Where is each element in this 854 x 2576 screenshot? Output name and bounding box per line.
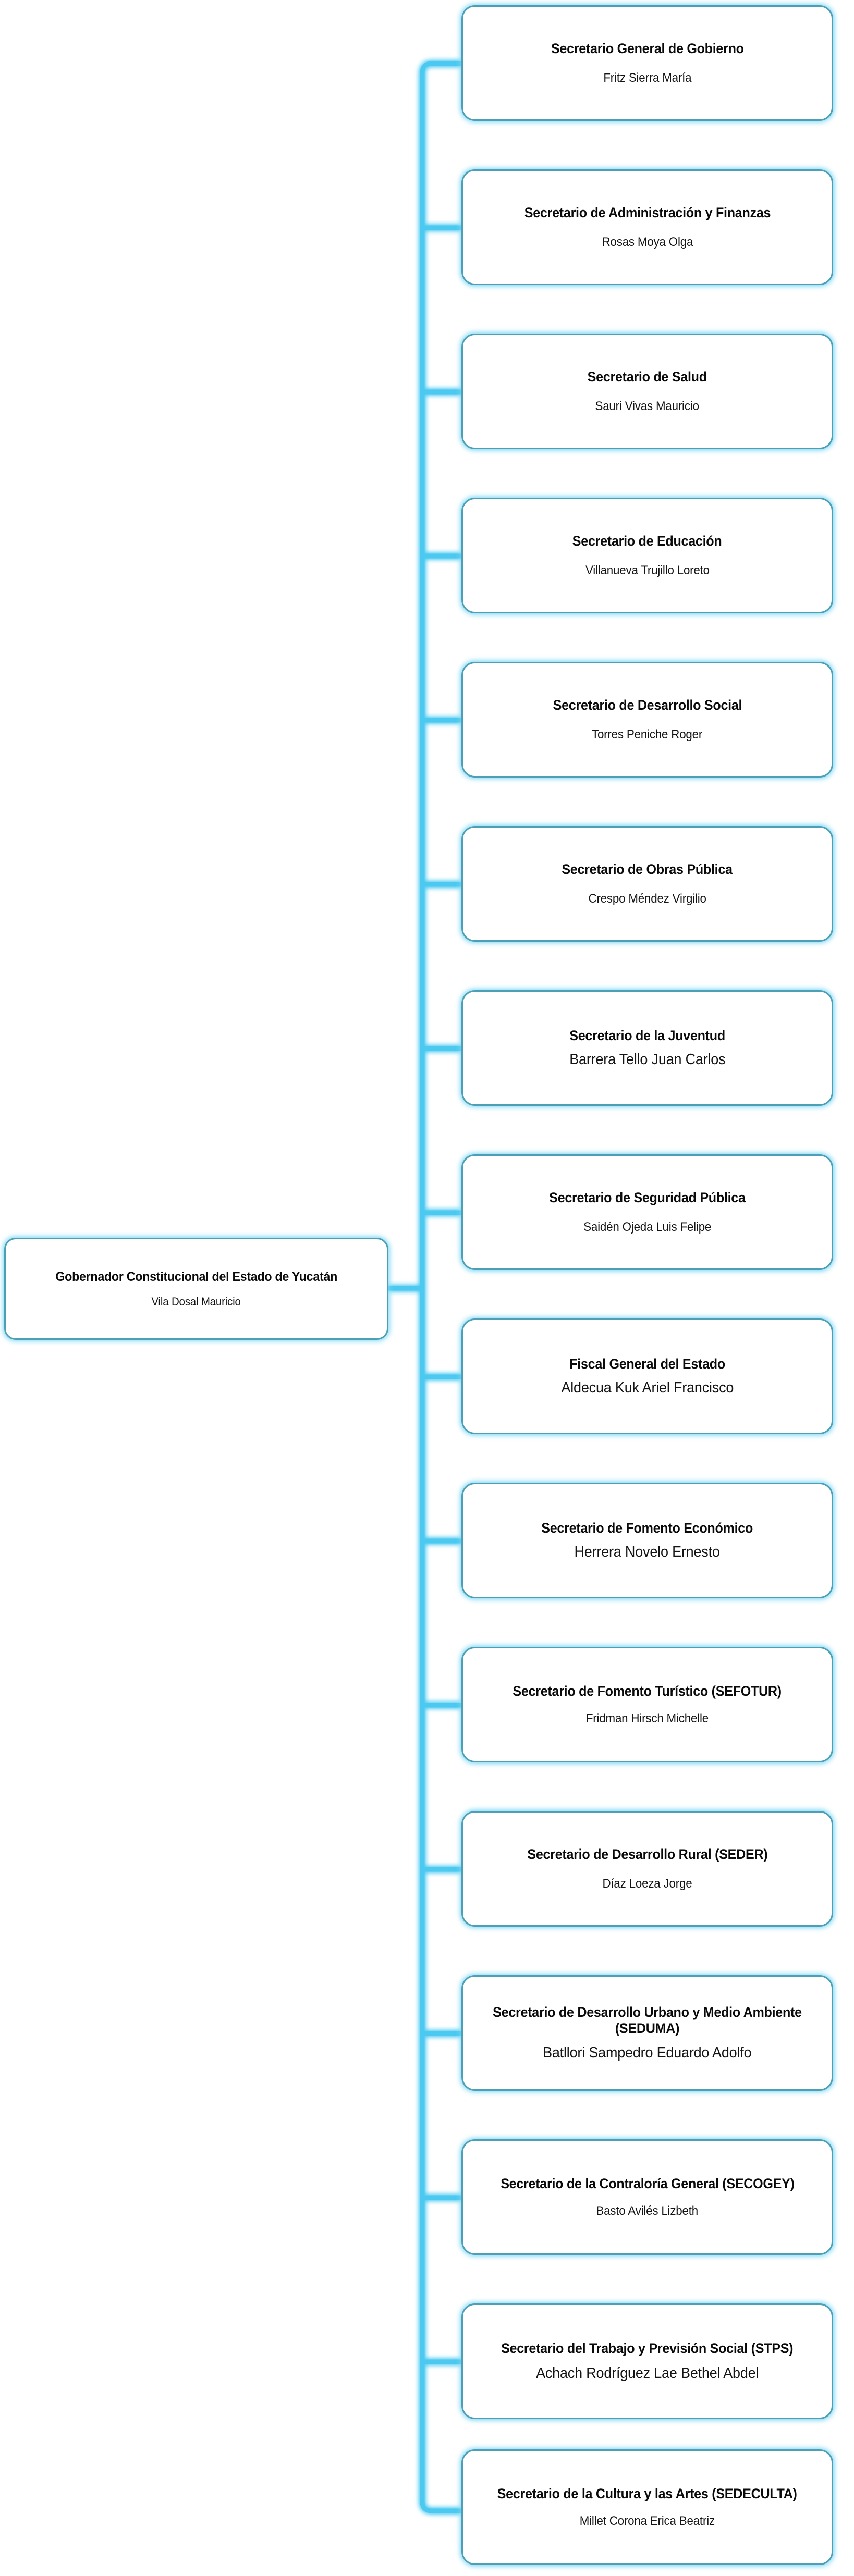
node-person: Achach Rodríguez Lae Bethel Abdel [535,2364,759,2382]
node-person: Villanueva Trujillo Loreto [585,563,710,577]
node-secretario-de-obras-publica[interactable]: Secretario de Obras Pública Crespo Ménde… [461,826,833,942]
node-title: Secretario del Trabajo y Previsión Socia… [501,2340,794,2357]
node-person: Díaz Loeza Jorge [602,1876,692,1891]
node-title: Secretario de la Juventud [569,1028,725,1044]
node-person: Fridman Hirsch Michelle [585,1711,709,1725]
node-secretario-de-la-juventud[interactable]: Secretario de la Juventud Barrera Tello … [461,990,833,1106]
node-secretario-del-trabajo-y-prevision-social[interactable]: Secretario del Trabajo y Previsión Socia… [461,2303,833,2419]
node-title: Secretario de Fomento Turístico (SEFOTUR… [513,1683,782,1699]
node-secretario-de-la-contraloria-general[interactable]: Secretario de la Contraloría General (SE… [461,2139,833,2255]
node-title: Secretario General de Gobierno [551,41,744,57]
node-title: Gobernador Constitucional del Estado de … [55,1269,337,1284]
node-person: Rosas Moya Olga [602,235,693,249]
node-title: Secretario de Desarrollo Social [553,697,742,713]
node-secretario-de-administracion-y-finanzas[interactable]: Secretario de Administración y Finanzas … [461,169,833,285]
node-person: Basto Avilés Lizbeth [596,2203,699,2218]
node-root-gobernador[interactable]: Gobernador Constitucional del Estado de … [4,1238,388,1340]
node-title: Secretario de Obras Pública [562,861,733,878]
node-fiscal-general-del-estado[interactable]: Fiscal General del Estado Aldecua Kuk Ar… [461,1318,833,1434]
node-secretario-de-salud[interactable]: Secretario de Salud Sauri Vivas Mauricio [461,334,833,449]
node-title: Fiscal General del Estado [569,1356,725,1372]
node-secretario-general-de-gobierno[interactable]: Secretario General de Gobierno Fritz Sie… [461,5,833,121]
node-title: Secretario de Educación [572,533,722,549]
node-person: Barrera Tello Juan Carlos [569,1051,726,1068]
node-secretario-de-la-cultura-y-las-artes[interactable]: Secretario de la Cultura y las Artes (SE… [461,2449,833,2565]
node-secretario-de-desarrollo-rural[interactable]: Secretario de Desarrollo Rural (SEDER) D… [461,1811,833,1927]
node-title: Secretario de Salud [587,369,707,385]
node-title: Secretario de Seguridad Pública [549,1190,746,1206]
node-secretario-de-fomento-economico[interactable]: Secretario de Fomento Económico Herrera … [461,1483,833,1598]
node-person: Herrera Novelo Ernesto [574,1543,721,1560]
wire-group [388,61,461,2513]
node-title: Secretario de Administración y Finanzas [524,205,771,221]
node-title: Secretario de la Contraloría General (SE… [500,2176,795,2192]
node-person: Fritz Sierra María [603,70,692,85]
node-title: Secretario de Fomento Económico [541,1520,753,1536]
node-title: Secretario de Desarrollo Rural (SEDER) [527,1846,768,1863]
node-secretario-de-seguridad-publica[interactable]: Secretario de Seguridad Pública Saidén O… [461,1154,833,1270]
node-secretario-de-desarrollo-urbano-y-medio-ambiente[interactable]: Secretario de Desarrollo Urbano y Medio … [461,1975,833,2091]
node-secretario-de-fomento-turistico[interactable]: Secretario de Fomento Turístico (SEFOTUR… [461,1647,833,1762]
node-person: Batllori Sampedro Eduardo Adolfo [543,2044,752,2062]
node-person: Torres Peniche Roger [592,727,703,742]
node-person: Vila Dosal Mauricio [151,1295,241,1308]
node-person: Aldecua Kuk Ariel Francisco [561,1379,734,1396]
node-secretario-de-educacion[interactable]: Secretario de Educación Villanueva Truji… [461,498,833,613]
node-title: Secretario de Desarrollo Urbano y Medio … [493,2004,802,2036]
node-secretario-de-desarrollo-social[interactable]: Secretario de Desarrollo Social Torres P… [461,662,833,778]
node-person: Crespo Méndez Virgilio [588,891,706,906]
node-person: Saidén Ojeda Luis Felipe [583,1219,711,1234]
node-title: Secretario de la Cultura y las Artes (SE… [497,2486,798,2502]
node-person: Sauri Vivas Mauricio [595,399,700,413]
trunk-line [420,61,461,2513]
node-person: Millet Corona Erica Beatriz [579,2513,715,2528]
